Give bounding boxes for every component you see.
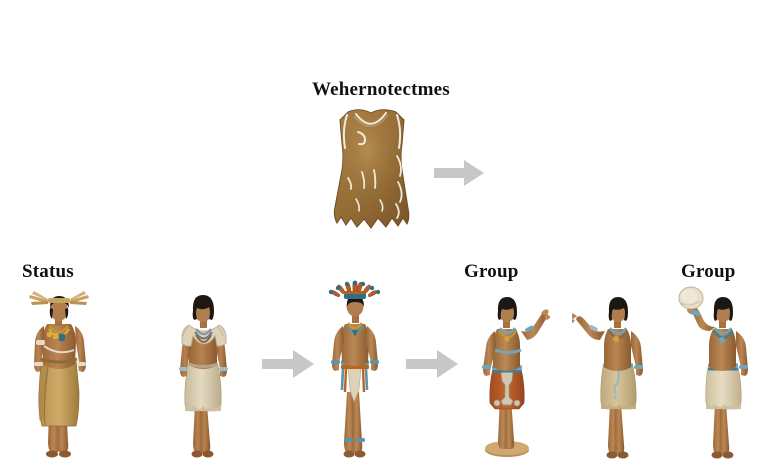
figure-group-open-hand [572,285,658,460]
label-group-right: Group [681,261,736,282]
figure-group-raised-hand [467,285,553,460]
arrow-right-2 [406,350,458,383]
figure-group-holding-drum [678,285,764,460]
arrow-right-1 [262,350,314,383]
figure-fur-collar [163,287,243,459]
arrow-right-top [434,160,484,191]
page-title: Wehernotectmes [312,79,450,100]
leather-tunic-illustration [318,104,428,236]
label-group-left: Group [464,261,519,282]
label-status: Status [22,261,74,282]
figure-status-feather-headdress [16,288,102,460]
figure-radiant-headdress [317,280,393,460]
